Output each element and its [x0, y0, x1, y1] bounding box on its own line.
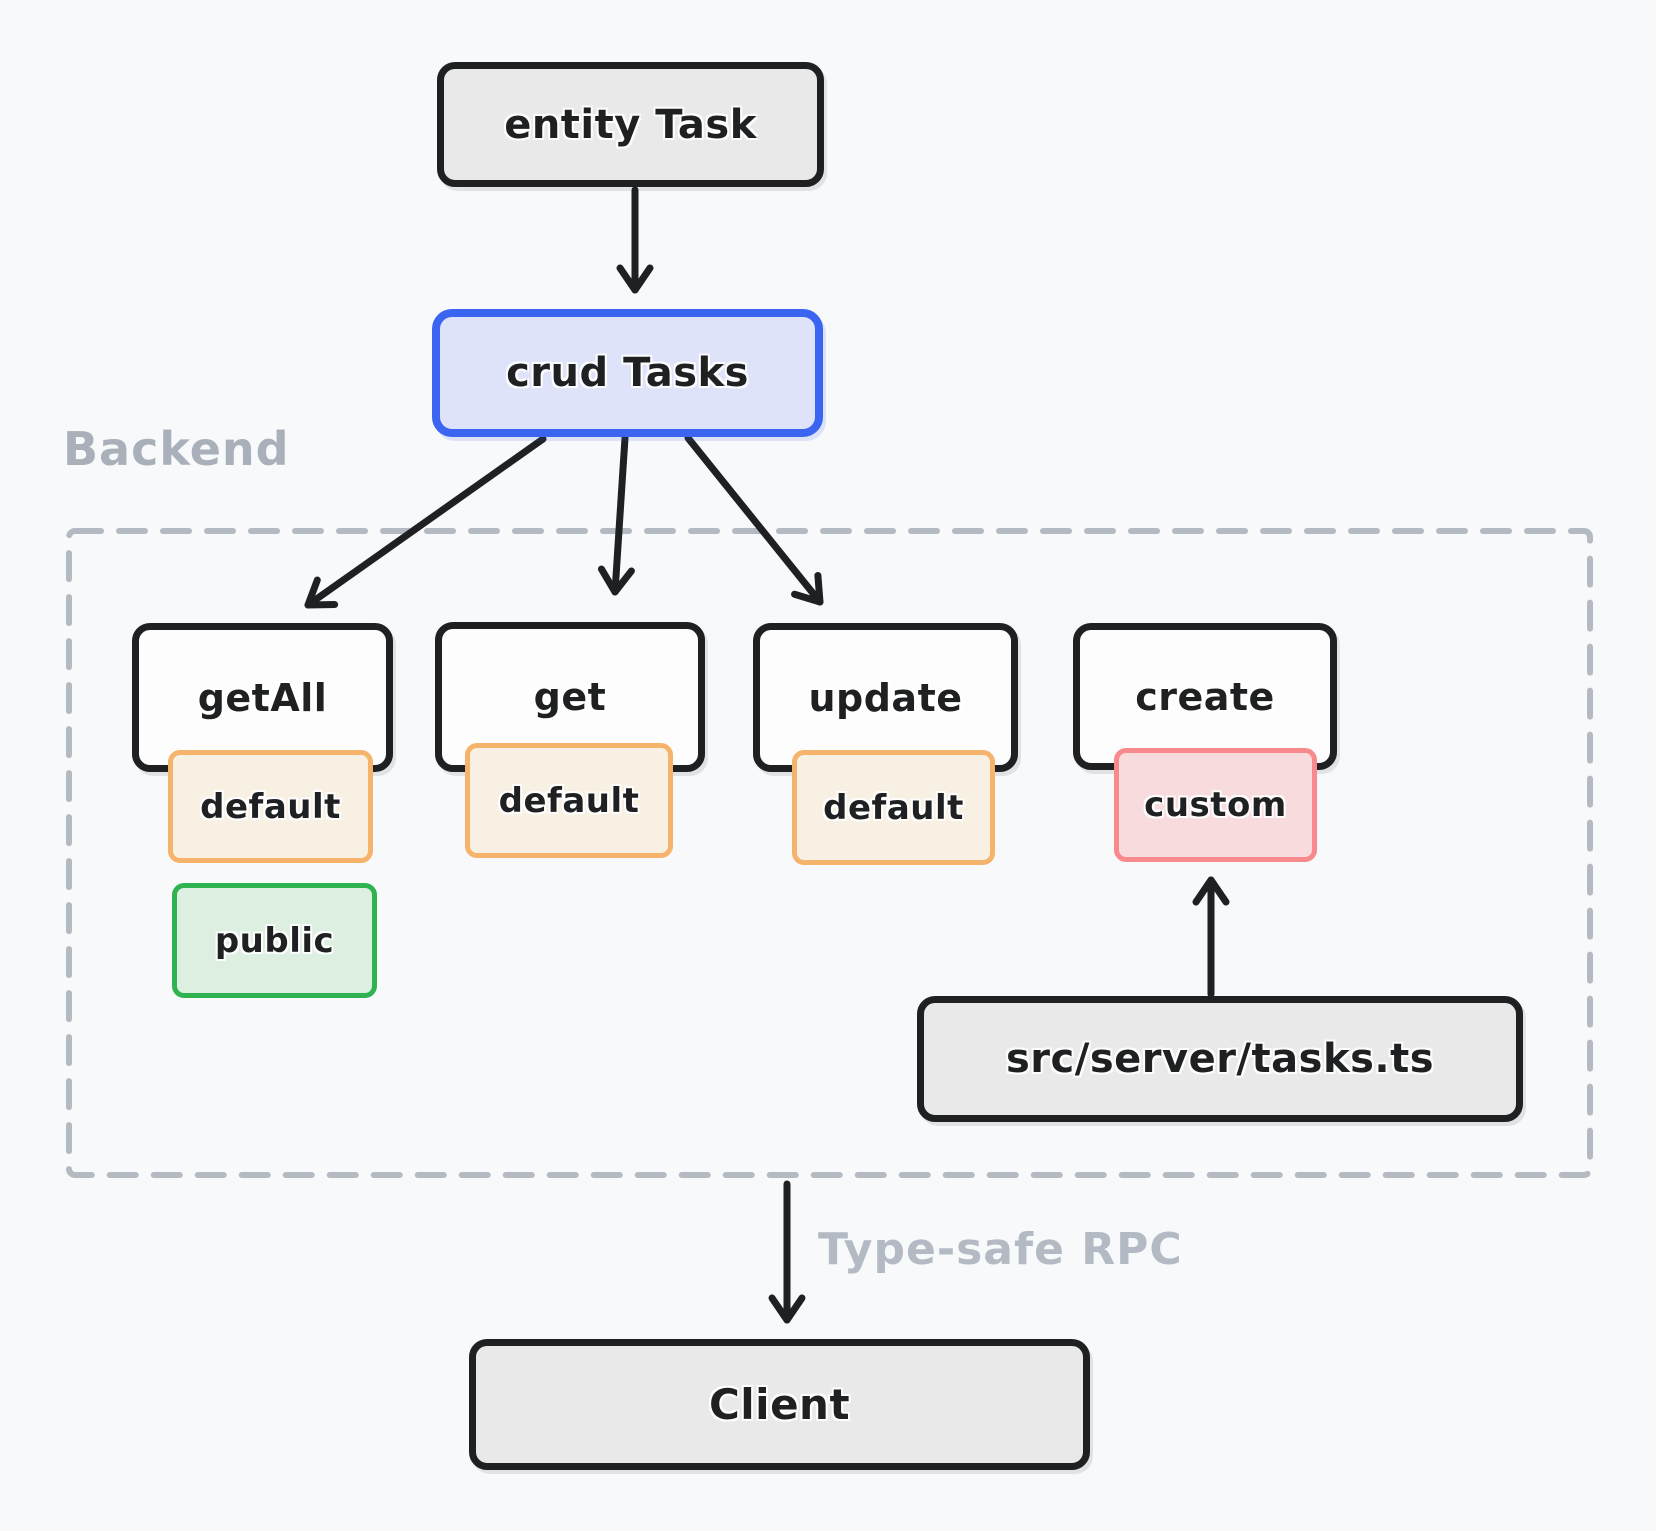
- node-server-file: src/server/tasks.ts: [917, 996, 1523, 1122]
- badge-default-getall-label: default: [200, 786, 341, 827]
- badge-default-get-label: default: [498, 780, 640, 821]
- backend-zone-border: [66, 528, 1593, 1178]
- badge-public-getall: public: [172, 883, 377, 998]
- node-client: Client: [469, 1339, 1090, 1470]
- node-crud-tasks-label: crud Tasks: [506, 350, 749, 396]
- node-getall-label: getAll: [197, 675, 328, 720]
- backend-zone-label: Backend: [63, 422, 290, 476]
- node-client-label: Client: [708, 1380, 851, 1429]
- node-crud-tasks: crud Tasks: [432, 309, 823, 437]
- badge-default-getall: default: [168, 750, 373, 863]
- arrow-crud-to-update: [684, 434, 824, 606]
- node-update-label: update: [808, 675, 963, 720]
- node-getall: getAll: [132, 623, 393, 772]
- arrow-crud-to-getall: [304, 435, 547, 609]
- node-server-file-label: src/server/tasks.ts: [1005, 1036, 1434, 1082]
- node-update: update: [753, 623, 1018, 772]
- badge-default-update-label: default: [823, 787, 964, 828]
- node-entity-task: entity Task: [437, 62, 824, 187]
- rpc-edge-label: Type-safe RPC: [818, 1224, 1183, 1275]
- node-entity-task-label: entity Task: [504, 101, 757, 148]
- badge-custom-create: custom: [1114, 748, 1317, 862]
- badge-default-get: default: [465, 743, 673, 858]
- arrow-crud-to-get: [597, 434, 635, 596]
- node-get-label: get: [533, 675, 607, 719]
- node-create-label: create: [1135, 674, 1275, 719]
- badge-custom-create-label: custom: [1144, 785, 1287, 825]
- badge-public-getall-label: public: [214, 920, 335, 961]
- badge-default-update: default: [792, 750, 995, 865]
